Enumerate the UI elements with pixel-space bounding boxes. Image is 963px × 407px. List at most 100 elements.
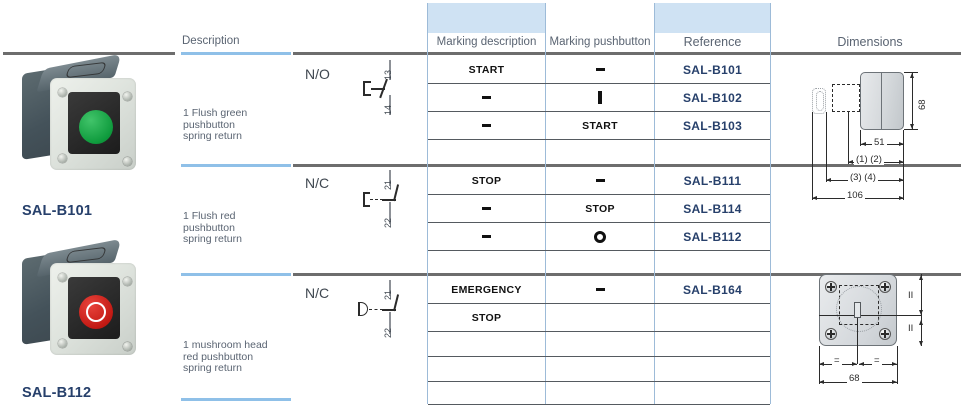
cell-reference — [655, 332, 770, 356]
cell-marking-description — [428, 84, 545, 111]
description-line: spring return — [183, 233, 242, 245]
cell-text: SAL-B114 — [683, 201, 742, 216]
screw-top-left-red — [58, 273, 67, 282]
pushbutton-green — [79, 110, 113, 144]
dim-vert-upper-label: II — [906, 290, 916, 301]
screw-bottom-right-green — [123, 157, 132, 166]
side-view-drawing: 68 51 (1) (2) (3) (4) 106 — [790, 62, 960, 217]
grid-vline-reference-left — [654, 3, 655, 404]
cell-text: STOP — [585, 202, 615, 215]
cell-reference — [655, 251, 770, 273]
terminal-number-top: 21 — [383, 179, 393, 190]
screw-bottom-left — [825, 328, 837, 340]
dash-glyph — [595, 179, 605, 182]
cell-marking-description — [428, 223, 545, 250]
description-line: spring return — [183, 130, 242, 142]
row-divider — [428, 139, 770, 140]
dash-glyph — [482, 124, 491, 127]
group-rule-2-right — [293, 273, 961, 276]
stop-symbol-ring-icon — [86, 302, 106, 322]
product-label-green: SAL-B101 — [22, 203, 93, 219]
row-divider — [428, 111, 770, 112]
description-line: spring return — [183, 362, 242, 374]
row-divider-bottom — [428, 404, 770, 405]
screw-bottom-left-green — [58, 154, 67, 163]
contact-type-group-1: N/O — [305, 66, 330, 82]
cell-reference — [655, 140, 770, 164]
header-marking-description: Marking description — [436, 36, 537, 48]
terminal-number-top: 21 — [383, 289, 393, 300]
product-photo-green — [22, 53, 152, 177]
cell-marking-description: EMERGENCY — [428, 276, 545, 303]
screw-bottom-right — [879, 328, 891, 340]
description-line: 1 Flush red — [183, 210, 236, 222]
dim-plate-width-label: 68 — [847, 373, 862, 384]
screw-top-left — [825, 281, 837, 293]
dim-mid-lower-label: (3) (4) — [848, 172, 878, 183]
circuit-symbol-mushroom-nc-icon: 21 22 — [352, 280, 414, 342]
row-divider — [428, 331, 770, 332]
header-description: Description — [182, 35, 240, 47]
group-rule-2-description-blue — [181, 273, 291, 276]
group-rule-1-right — [293, 164, 961, 167]
header-blue-box-reference — [655, 3, 770, 33]
cell-marking-description — [428, 195, 545, 222]
cell-marking-description — [428, 251, 545, 273]
cell-marking-pushbutton — [546, 382, 654, 404]
circuit-symbol-nc-icon: 21 22 — [355, 170, 415, 232]
cell-marking-pushbutton — [546, 357, 654, 381]
cell-marking-description — [428, 112, 545, 139]
enclosure-side-body — [860, 72, 904, 130]
cell-text: START — [582, 119, 618, 132]
cell-reference: SAL-B164 — [655, 276, 770, 303]
dim-height-label: 68 — [917, 99, 928, 110]
dim-width-label: 51 — [872, 137, 887, 148]
screw-top-right-green — [123, 92, 132, 101]
cell-marking-pushbutton — [546, 140, 654, 164]
cell-marking-description — [428, 140, 545, 164]
dash-glyph — [482, 96, 491, 99]
screw-top-right — [879, 281, 891, 293]
cell-reference: SAL-B114 — [655, 195, 770, 222]
cell-marking-pushbutton: START — [546, 112, 654, 139]
cell-marking-pushbutton — [546, 84, 654, 111]
cell-reference: SAL-B103 — [655, 112, 770, 139]
terminal-number-bottom: 22 — [383, 217, 393, 228]
dim-mid-upper-label: (1) (2) — [854, 154, 884, 165]
grid-vline-reference-right — [770, 3, 771, 404]
description-group-3: 1 mushroom head red pushbutton spring re… — [183, 339, 268, 375]
dim-vert-lower-label: II — [906, 323, 916, 334]
contact-type-group-3: N/C — [305, 285, 330, 301]
terminal-number-bottom: 22 — [383, 327, 393, 338]
cell-text: STOP — [471, 311, 502, 324]
cell-marking-pushbutton — [546, 332, 654, 356]
stop-circle-icon — [594, 230, 606, 243]
cell-text: START — [468, 63, 505, 76]
mounting-plate-drawing: II II = = 68 — [795, 268, 963, 403]
grid-vline-marking-desc-left — [427, 3, 428, 404]
cell-text: SAL-B102 — [682, 90, 743, 105]
cell-marking-description: STOP — [428, 304, 545, 331]
cell-marking-pushbutton — [546, 167, 654, 194]
description-group-1: 1 Flush green pushbutton spring return — [183, 107, 248, 143]
cell-text: SAL-B112 — [683, 229, 742, 244]
cell-reference: SAL-B101 — [655, 56, 770, 83]
circuit-symbol-no-icon: 13 14 — [355, 60, 415, 122]
cell-marking-pushbutton — [546, 251, 654, 273]
description-line: pushbutton — [183, 221, 235, 234]
cell-marking-description — [428, 357, 545, 381]
row-divider — [428, 250, 770, 251]
screw-bottom-right-red — [123, 342, 132, 351]
cell-reference — [655, 357, 770, 381]
cell-marking-pushbutton — [546, 223, 654, 250]
cell-reference: SAL-B102 — [655, 84, 770, 111]
cell-marking-description: STOP — [428, 167, 545, 194]
row-divider — [428, 83, 770, 84]
product-photo-red — [22, 238, 152, 362]
group-rule-1-description-blue — [181, 164, 291, 167]
header-blue-box-marking — [428, 3, 545, 33]
cell-text: SAL-B164 — [682, 282, 743, 297]
cell-text: SAL-B111 — [683, 173, 742, 188]
description-line: 1 Flush green — [183, 107, 248, 119]
